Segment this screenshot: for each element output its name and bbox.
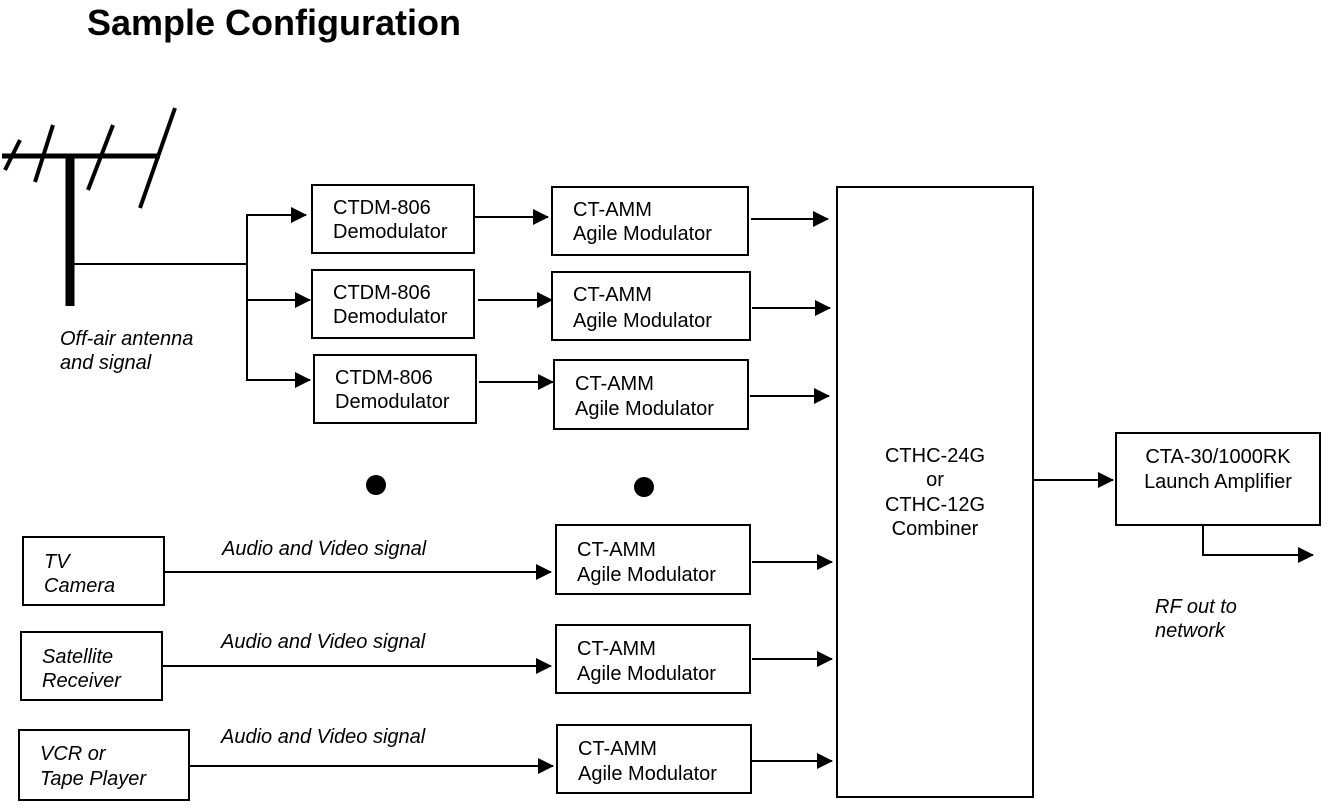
modulator-box-5: CT-AMM Agile Modulator	[555, 624, 751, 694]
antenna-icon	[2, 107, 177, 306]
modulator-type: Agile Modulator	[573, 223, 712, 245]
demodulator-model: CTDM-806	[333, 197, 431, 219]
continuation-dot-demod	[366, 475, 386, 495]
modulator-box-6: CT-AMM Agile Modulator	[556, 724, 752, 794]
source-name: TV	[44, 551, 70, 573]
modulator-model: CT-AMM	[578, 738, 657, 760]
amplifier-model: CTA-30/1000RK	[1145, 446, 1291, 468]
modulator-type: Agile Modulator	[575, 398, 714, 420]
antenna-label: Off-air antenna and signal	[60, 327, 193, 375]
modulator-type: Agile Modulator	[577, 663, 716, 685]
rf-out-label: RF out to network	[1155, 595, 1237, 643]
modulator-box-2: CT-AMM Agile Modulator	[551, 271, 751, 341]
demodulator-type: Demodulator	[333, 221, 448, 243]
arrow-rf-out	[1202, 526, 1314, 563]
modulator-type: Agile Modulator	[577, 564, 716, 586]
continuation-dot-mod	[634, 477, 654, 497]
demodulator-box-1: CTDM-806 Demodulator	[311, 184, 475, 254]
amplifier-box: CTA-30/1000RK Launch Amplifier	[1115, 432, 1321, 526]
demodulator-model: CTDM-806	[335, 367, 433, 389]
page-title: Sample Configuration	[87, 2, 462, 43]
rf-out-label-line2: network	[1155, 620, 1226, 642]
signal-label: Audio and Video signal	[222, 538, 427, 560]
combiner-model-2: CTHC-12G	[884, 494, 985, 516]
modulator-model: CT-AMM	[573, 284, 652, 306]
demodulator-type: Demodulator	[333, 306, 448, 328]
modulator-box-4: CT-AMM Agile Modulator	[555, 524, 751, 595]
antenna-label-line1: Off-air antenna	[60, 328, 194, 350]
antenna-label-line2: and signal	[60, 352, 152, 374]
source-name: Receiver	[42, 670, 121, 692]
modulator-model: CT-AMM	[577, 638, 656, 660]
amplifier-type: Launch Amplifier	[1144, 471, 1292, 493]
demodulator-type: Demodulator	[335, 391, 450, 413]
source-name: Satellite	[42, 646, 114, 668]
combiner-box: CTHC-24G or CTHC-12G Combiner	[836, 186, 1034, 798]
modulator-model: CT-AMM	[573, 199, 652, 221]
source-name: Camera	[44, 575, 116, 597]
modulator-box-3: CT-AMM Agile Modulator	[553, 359, 749, 430]
demodulator-model: CTDM-806	[333, 282, 431, 304]
signal-label: Audio and Video signal	[221, 631, 426, 653]
modulator-box-1: CT-AMM Agile Modulator	[551, 186, 749, 256]
demodulator-box-3: CTDM-806 Demodulator	[313, 354, 477, 424]
source-name: VCR or	[40, 743, 106, 765]
combiner-type: Combiner	[891, 518, 979, 540]
modulator-model: CT-AMM	[575, 373, 654, 395]
combiner-model-1: CTHC-24G	[884, 445, 985, 467]
rf-out-label-line1: RF out to	[1155, 596, 1237, 618]
source-name: Tape Player	[40, 768, 146, 790]
demodulator-box-2: CTDM-806 Demodulator	[311, 269, 475, 339]
modulator-type: Agile Modulator	[578, 763, 717, 785]
source-box-tv-camera: TV Camera	[22, 536, 165, 606]
combiner-or: or	[926, 469, 944, 491]
modulator-type: Agile Modulator	[573, 310, 712, 332]
modulator-model: CT-AMM	[577, 539, 656, 561]
signal-label: Audio and Video signal	[221, 726, 426, 748]
source-box-vcr: VCR or Tape Player	[18, 729, 190, 801]
source-box-satellite-receiver: Satellite Receiver	[20, 631, 163, 701]
